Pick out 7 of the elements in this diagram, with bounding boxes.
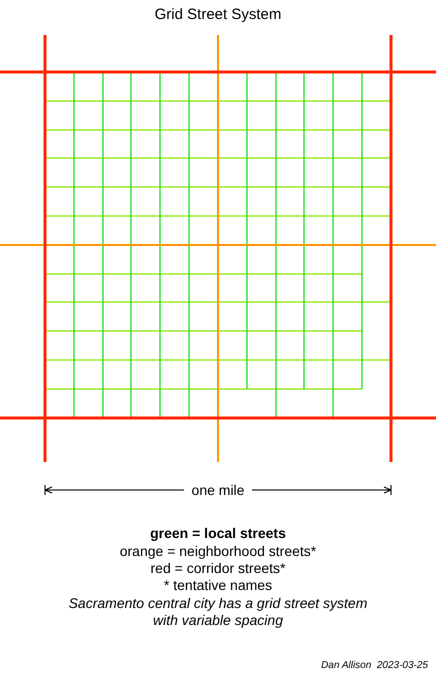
legend-text: red = corridor streets*: [150, 560, 286, 577]
credit-text: Dan Allison 2023-03-25: [321, 659, 428, 673]
legend-text: green = local streets: [149, 525, 287, 542]
caption-text: Sacramento central city has a grid street system with variable spacing: [68, 595, 368, 629]
title-text: Grid Street System: [154, 6, 282, 23]
legend-text: orange = neighborhood streets*: [118, 543, 318, 560]
note-text: * tentative names: [162, 577, 274, 594]
